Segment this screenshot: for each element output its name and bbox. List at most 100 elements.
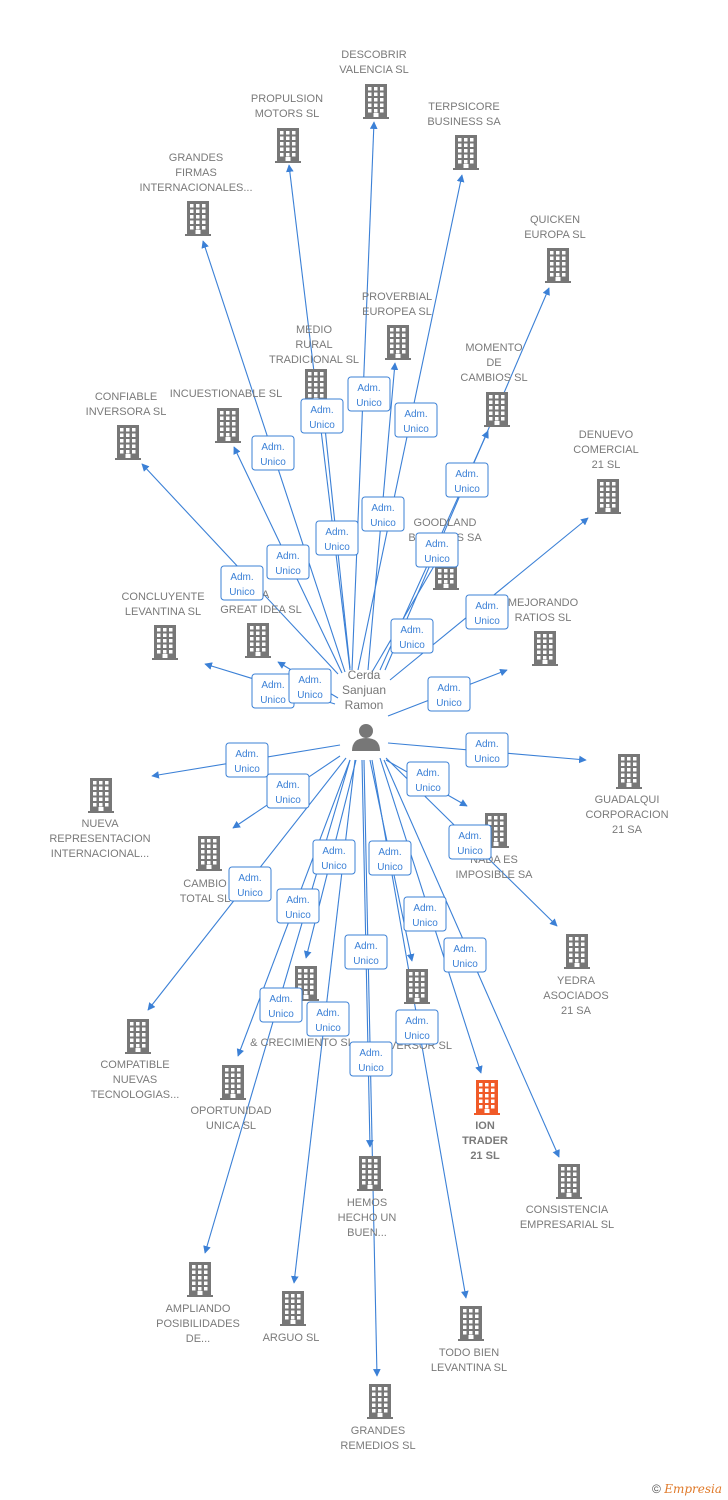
role-badge[interactable]: Adm.Unico [228,866,272,902]
role-badge[interactable]: Adm.Unico [395,1009,439,1045]
role-badge-text: Adm.Unico [403,409,429,435]
role-badge-text: Adm.Unico [412,903,438,929]
role-badge[interactable]: Adm.Unico [220,565,264,601]
role-badge[interactable]: Adm.Unico [276,888,320,924]
role-badge[interactable]: Adm.Unico [266,544,310,580]
building-icon [187,1262,213,1297]
role-badge[interactable]: Adm.Unico [448,824,492,860]
role-badge[interactable]: Adm.Unico [259,987,303,1023]
role-badge-box [406,761,450,797]
role-badge[interactable]: Adm.Unico [361,496,405,532]
role-badge-box [220,565,264,601]
role-badge[interactable]: Adm.Unico [349,1041,393,1077]
building-icon [275,128,301,163]
role-badge[interactable]: Adm.Unico [443,937,487,973]
company-node-arguo[interactable]: ARGUO SL [263,1291,320,1344]
role-badge[interactable]: Adm.Unico [288,668,332,704]
role-badge-text: Adm.Unico [260,680,286,706]
role-badge[interactable]: Adm.Unico [465,594,509,630]
role-badge-text: Adm.Unico [268,994,294,1020]
role-badge-box [349,1041,393,1077]
role-badge-box [312,839,356,875]
role-badge[interactable]: Adm.Unico [251,673,295,709]
role-badge-text: Adm.Unico [275,551,301,577]
role-badge[interactable]: Adm.Unico [427,676,471,712]
role-badge[interactable]: Adm.Unico [394,402,438,438]
role-labels-layer: Adm.UnicoAdm.UnicoAdm.UnicoAdm.UnicoAdm.… [220,376,509,1077]
company-label: INCUESTIONABLE SL [170,388,282,400]
role-badge[interactable]: Adm.Unico [266,773,310,809]
role-badge[interactable]: Adm.Unico [344,934,388,970]
building-icon [564,934,590,969]
role-badge-box [361,496,405,532]
role-badge-text: Adm.Unico [399,625,425,651]
role-badge[interactable]: Adm.Unico [445,462,489,498]
role-badge[interactable]: Adm.Unico [368,840,412,876]
role-badge[interactable]: Adm.Unico [390,618,434,654]
role-badge[interactable]: Adm.Unico [347,376,391,412]
role-badge-box [395,1009,439,1045]
role-badge[interactable]: Adm.Unico [415,532,459,568]
role-badge[interactable]: Adm.Unico [306,1001,350,1037]
role-badge-box [390,618,434,654]
building-icon [595,479,621,514]
building-icon [363,84,389,119]
role-badge[interactable]: Adm.Unico [225,742,269,778]
role-badge-text: Adm.Unico [229,572,255,598]
role-badge-text: Adm.Unico [474,601,500,627]
role-badge[interactable]: Adm.Unico [403,896,447,932]
building-icon [532,631,558,666]
role-badge[interactable]: Adm.Unico [300,398,344,434]
role-badge-text: Adm.Unico [297,675,323,701]
building-icon [280,1291,306,1326]
company-node-incuestionable[interactable]: INCUESTIONABLE SL [170,388,282,443]
role-badge[interactable]: Adm.Unico [312,839,356,875]
role-badge[interactable]: Adm.Unico [315,520,359,556]
brand-logo[interactable]: Empresia [664,1482,722,1496]
building-icon [484,392,510,427]
building-icon [88,778,114,813]
role-badge[interactable]: Adm.Unico [251,435,295,471]
role-badge-text: Adm.Unico [234,749,260,775]
role-badge-text: Adm.Unico [377,847,403,873]
role-badge[interactable]: Adm.Unico [406,761,450,797]
role-badge[interactable]: Adm.Unico [465,732,509,768]
role-badge-text: Adm.Unico [309,405,335,431]
